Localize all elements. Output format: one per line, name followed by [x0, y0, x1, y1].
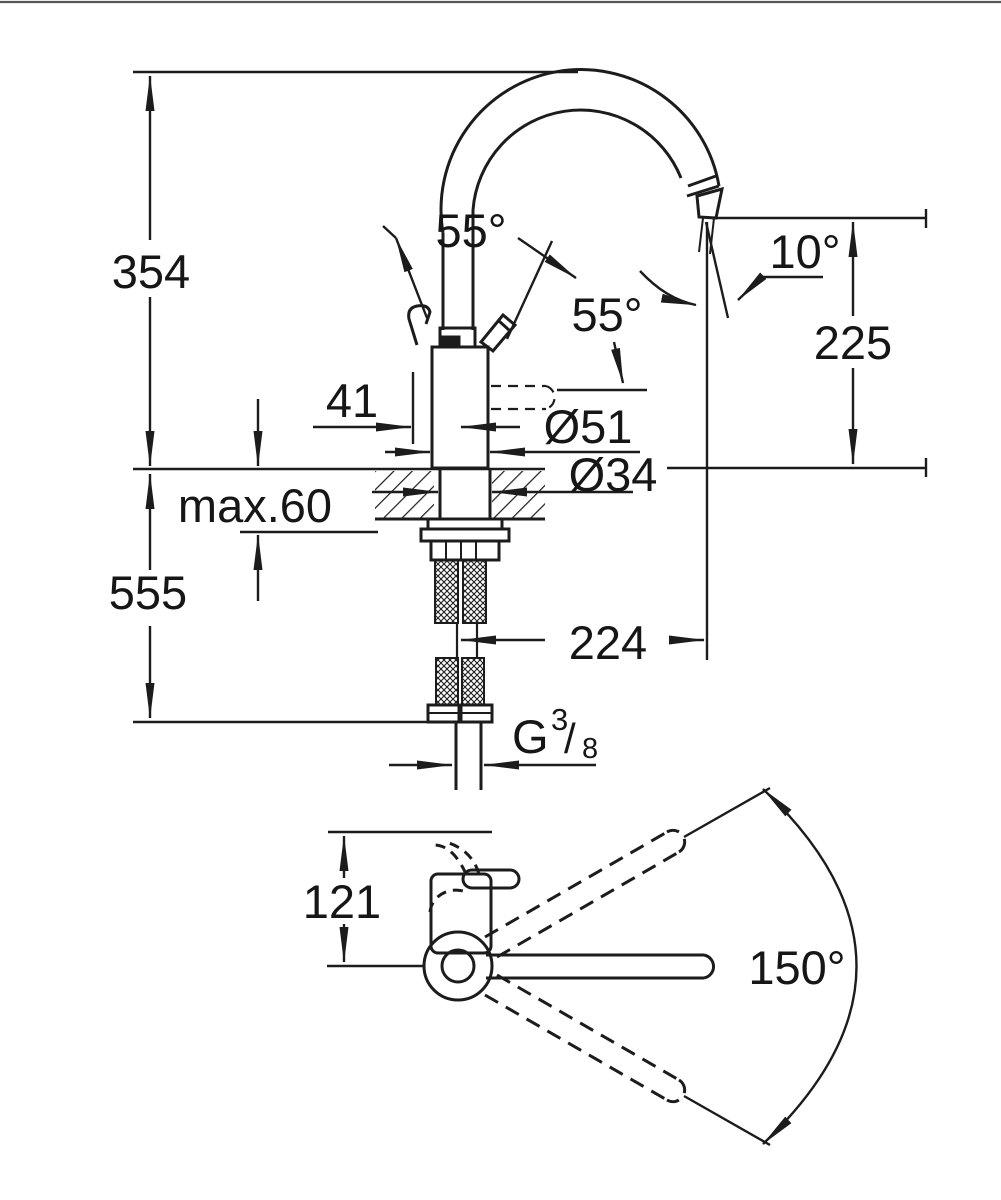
thread-numerator: 3 [551, 702, 568, 737]
counter-deck [375, 471, 545, 521]
thread-slash: / [564, 715, 576, 762]
dim-55-left-label: 55° [435, 204, 506, 257]
front-view: 354 555 max.60 41 55° 55° 10° 225 Ø51 Ø3… [109, 68, 928, 790]
top-view-reference-lines [327, 830, 492, 968]
hose-fittings [426, 703, 494, 724]
spout-arm-dashed-up [484, 828, 687, 959]
dim-max60-label: max.60 [178, 479, 332, 532]
threaded-stud-left [434, 559, 459, 624]
dim-555-label: 555 [109, 566, 187, 619]
dim-121-label: 121 [303, 875, 381, 928]
supply-hose-right [461, 657, 485, 706]
dimension-lines-top [339, 786, 858, 1147]
thread-denominator: 8 [582, 733, 598, 765]
dimension-lines-front [145, 75, 858, 770]
top-view-body [428, 840, 521, 955]
threaded-stud-right [462, 559, 487, 624]
mounting-shank [419, 469, 511, 790]
lever-tilted-left [407, 304, 432, 346]
dim-dia51-label: Ø51 [544, 400, 633, 453]
faucet-body [407, 304, 518, 470]
top-view: 121 150° [303, 786, 858, 1147]
spout-arm-solid [486, 953, 716, 980]
lever-horizontal-dashed [491, 384, 556, 411]
lever-tilted-right [478, 312, 518, 354]
top-view-lever-tip [461, 868, 521, 890]
dim-150deg-label: 150° [748, 941, 845, 994]
dim-224-label: 224 [569, 616, 647, 669]
top-view-spout [422, 828, 716, 1104]
dim-225-label: 225 [814, 316, 892, 369]
dim-10deg-label: 10° [769, 225, 840, 278]
thread-g: G [512, 710, 549, 763]
spout [439, 68, 724, 330]
dim-354-label: 354 [112, 245, 190, 298]
spout-arm-dashed-down [484, 973, 687, 1104]
dim-55-right-label: 55° [571, 288, 642, 341]
reference-lines [133, 70, 928, 724]
dim-41-label: 41 [326, 374, 378, 427]
supply-hose-left [435, 657, 459, 706]
dim-thread-label: G 3 / 8 [512, 702, 598, 765]
dim-dia34-label: Ø34 [569, 448, 658, 501]
